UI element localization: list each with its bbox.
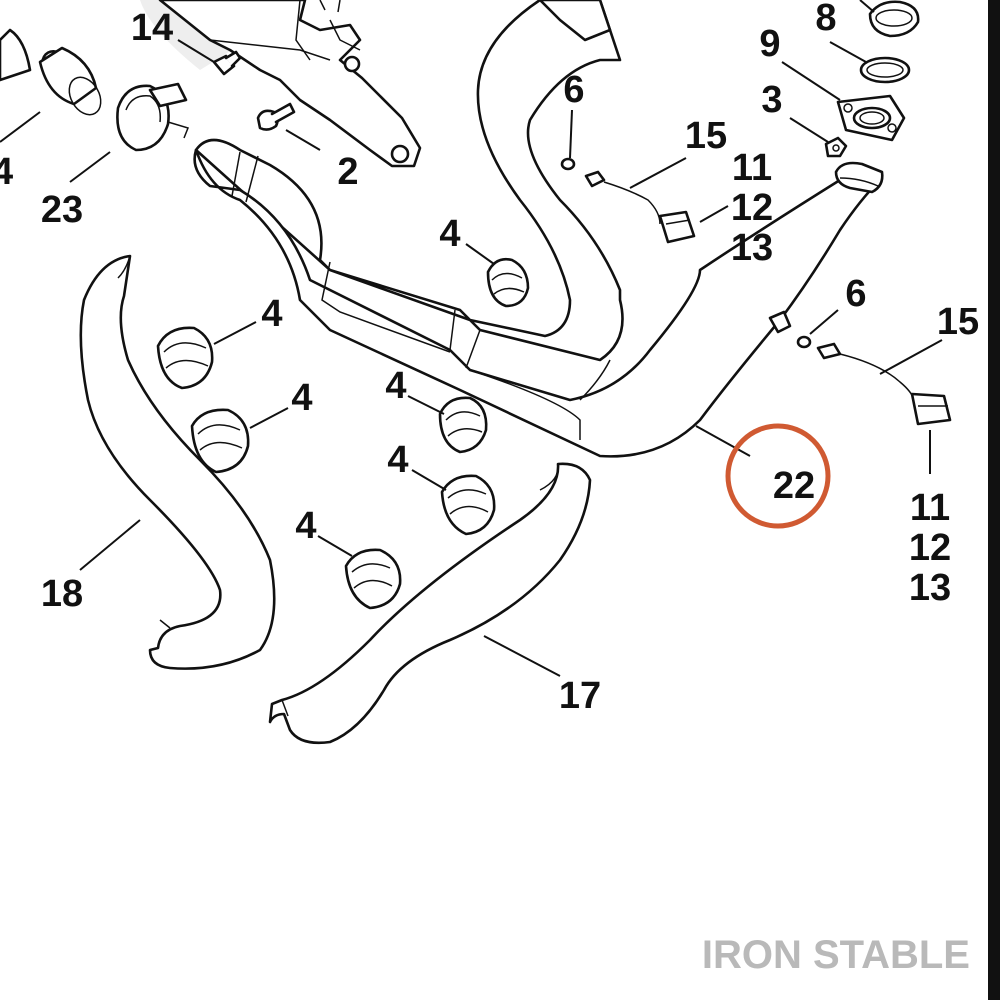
bolt-14	[212, 50, 242, 76]
label-4-left-2: 4	[291, 377, 312, 419]
label-11-lower: 11	[910, 487, 950, 529]
part-labels: 14 23 4 2 8 9 3 6 15 11 12 13 4 4 4 4 4 …	[0, 0, 979, 717]
hose-clamp-upper	[486, 257, 530, 308]
label-15-upper: 15	[685, 115, 727, 157]
label-15-lower: 15	[937, 301, 979, 343]
label-23: 23	[41, 189, 83, 231]
label-22: 22	[773, 465, 815, 507]
label-4-mid-1: 4	[385, 365, 406, 407]
rear-pipe-stub	[768, 310, 792, 334]
label-3: 3	[761, 79, 782, 121]
label-6-lower: 6	[845, 273, 866, 315]
label-4-partial: 4	[0, 151, 13, 193]
heat-shield-17	[268, 462, 592, 745]
label-4-upper: 4	[439, 213, 460, 255]
bolt-2	[256, 102, 296, 131]
label-11-upper: 11	[732, 147, 772, 189]
oxygen-sensor-lower	[796, 335, 952, 426]
watermark-text: IRON STABLE	[702, 933, 970, 977]
muffler-clamp-group	[0, 28, 190, 152]
label-18: 18	[41, 573, 83, 615]
hose-clamp-mid-2	[440, 474, 496, 536]
exhaust-flange-3	[836, 94, 906, 142]
oxygen-sensor-upper	[560, 157, 696, 244]
label-8: 8	[815, 0, 836, 39]
heat-shield-18	[79, 254, 276, 670]
hose-clamp-lower	[344, 548, 402, 610]
hose-clamp-left-1	[156, 326, 214, 390]
label-4-left-1: 4	[261, 293, 282, 335]
right-border	[988, 0, 1000, 1000]
label-13-lower: 13	[909, 567, 951, 609]
highlight-circle	[725, 423, 831, 529]
label-13-upper: 13	[731, 227, 773, 269]
mounting-bracket	[158, 0, 422, 168]
leader-lines	[0, 0, 943, 677]
label-14: 14	[131, 7, 173, 49]
label-6-upper: 6	[563, 69, 584, 111]
label-12-upper: 12	[731, 187, 773, 229]
label-12-lower: 12	[909, 527, 951, 569]
header-pipe-22	[193, 0, 884, 458]
exhaust-gasket-8	[868, 0, 920, 38]
hose-clamp-mid-1	[438, 396, 488, 454]
flange-nut	[824, 136, 848, 158]
retaining-ring-9	[859, 56, 911, 84]
label-4-lower: 4	[295, 505, 316, 547]
label-4-mid-2: 4	[387, 439, 408, 481]
label-9: 9	[759, 23, 780, 65]
label-17: 17	[559, 675, 601, 717]
label-2: 2	[337, 151, 358, 193]
